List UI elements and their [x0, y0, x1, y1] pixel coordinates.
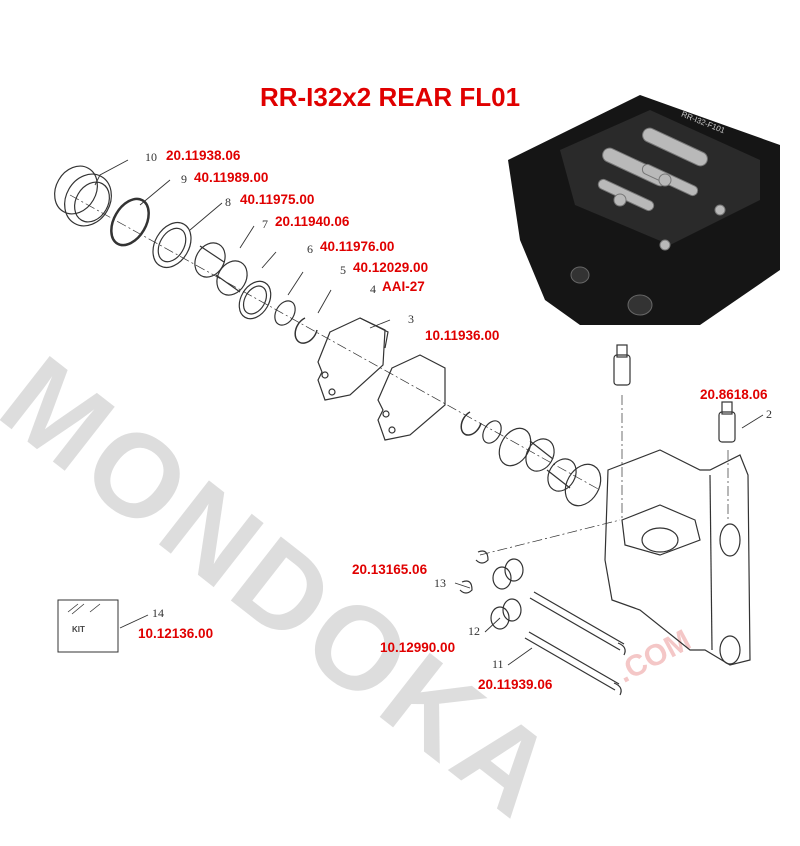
part-5-ring: [274, 300, 296, 326]
part-7b-piston: [525, 438, 577, 492]
part-num-8: 8: [225, 195, 231, 209]
part-3-pad-2: [377, 354, 446, 441]
part-8b-seal: [564, 463, 602, 507]
part-7-piston: [194, 242, 248, 296]
part-11-pin-b: [524, 631, 622, 696]
exploded-parts-diagram: MONDOKA .COM: [0, 82, 780, 845]
part-num-10: 10: [145, 150, 157, 164]
part-num-6: 6: [307, 242, 313, 256]
part-8-seal: [152, 221, 192, 269]
part-10-cap: [54, 165, 112, 227]
part-5b-ring: [482, 420, 502, 444]
part-num-2: 2: [766, 407, 772, 421]
part-12-bushing-a: [492, 558, 524, 590]
caliper-body-drawing: [604, 449, 751, 666]
part-num-3: 3: [408, 312, 414, 326]
part-12-bushing-b: [490, 598, 522, 630]
part-9-oring: [110, 197, 150, 247]
part-code-2: 20.8618.06: [700, 387, 768, 402]
part-num-12: 12: [468, 624, 480, 638]
part-code-6: 40.11976.00: [320, 239, 395, 254]
leader-lines: [94, 159, 764, 666]
part-num-9: 9: [181, 172, 187, 186]
part-num-7: 7: [262, 217, 268, 231]
part-2-bleed-screw-b: [718, 401, 736, 443]
part-code-5: 40.12029.00: [353, 260, 429, 275]
part-2-bleed-screw-a: [613, 344, 631, 386]
part-code-12: 10.12990.00: [380, 640, 456, 655]
part-4-circlip: [294, 317, 318, 344]
part-num-11: 11: [492, 657, 504, 671]
part-num-5: 5: [340, 263, 346, 277]
part-code-3: 10.11936.00: [425, 328, 500, 343]
part-13-clip-b: [459, 580, 473, 594]
caliper-photo: [508, 95, 780, 325]
part-3-pad-1: [317, 317, 389, 401]
part-13-clip-a: [475, 550, 489, 564]
diagram-drawing: [54, 95, 780, 696]
part-code-9: 40.11989.00: [194, 170, 269, 185]
part-4b-circlip: [460, 411, 482, 436]
part-code-7: 20.11940.06: [275, 214, 350, 229]
part-code-13: 20.13165.06: [352, 562, 428, 577]
part-6-ring: [238, 280, 272, 320]
kit-label: KIT: [72, 625, 85, 634]
part-code-4: AAI-27: [382, 279, 425, 294]
part-6b-ring: [498, 427, 532, 467]
part-code-14: 10.12136.00: [138, 626, 214, 641]
part-code-8: 40.11975.00: [240, 192, 315, 207]
part-num-4: 4: [370, 282, 376, 296]
part-11-pin-a: [529, 591, 626, 656]
part-code-10: 20.11938.06: [166, 148, 241, 163]
diagram-title: RR-I32x2 REAR FL01: [259, 82, 521, 112]
part-14-kit-box: [57, 599, 119, 653]
part-num-14: 14: [152, 606, 164, 620]
part-num-13: 13: [434, 576, 446, 590]
part-code-11: 20.11939.06: [478, 677, 553, 692]
